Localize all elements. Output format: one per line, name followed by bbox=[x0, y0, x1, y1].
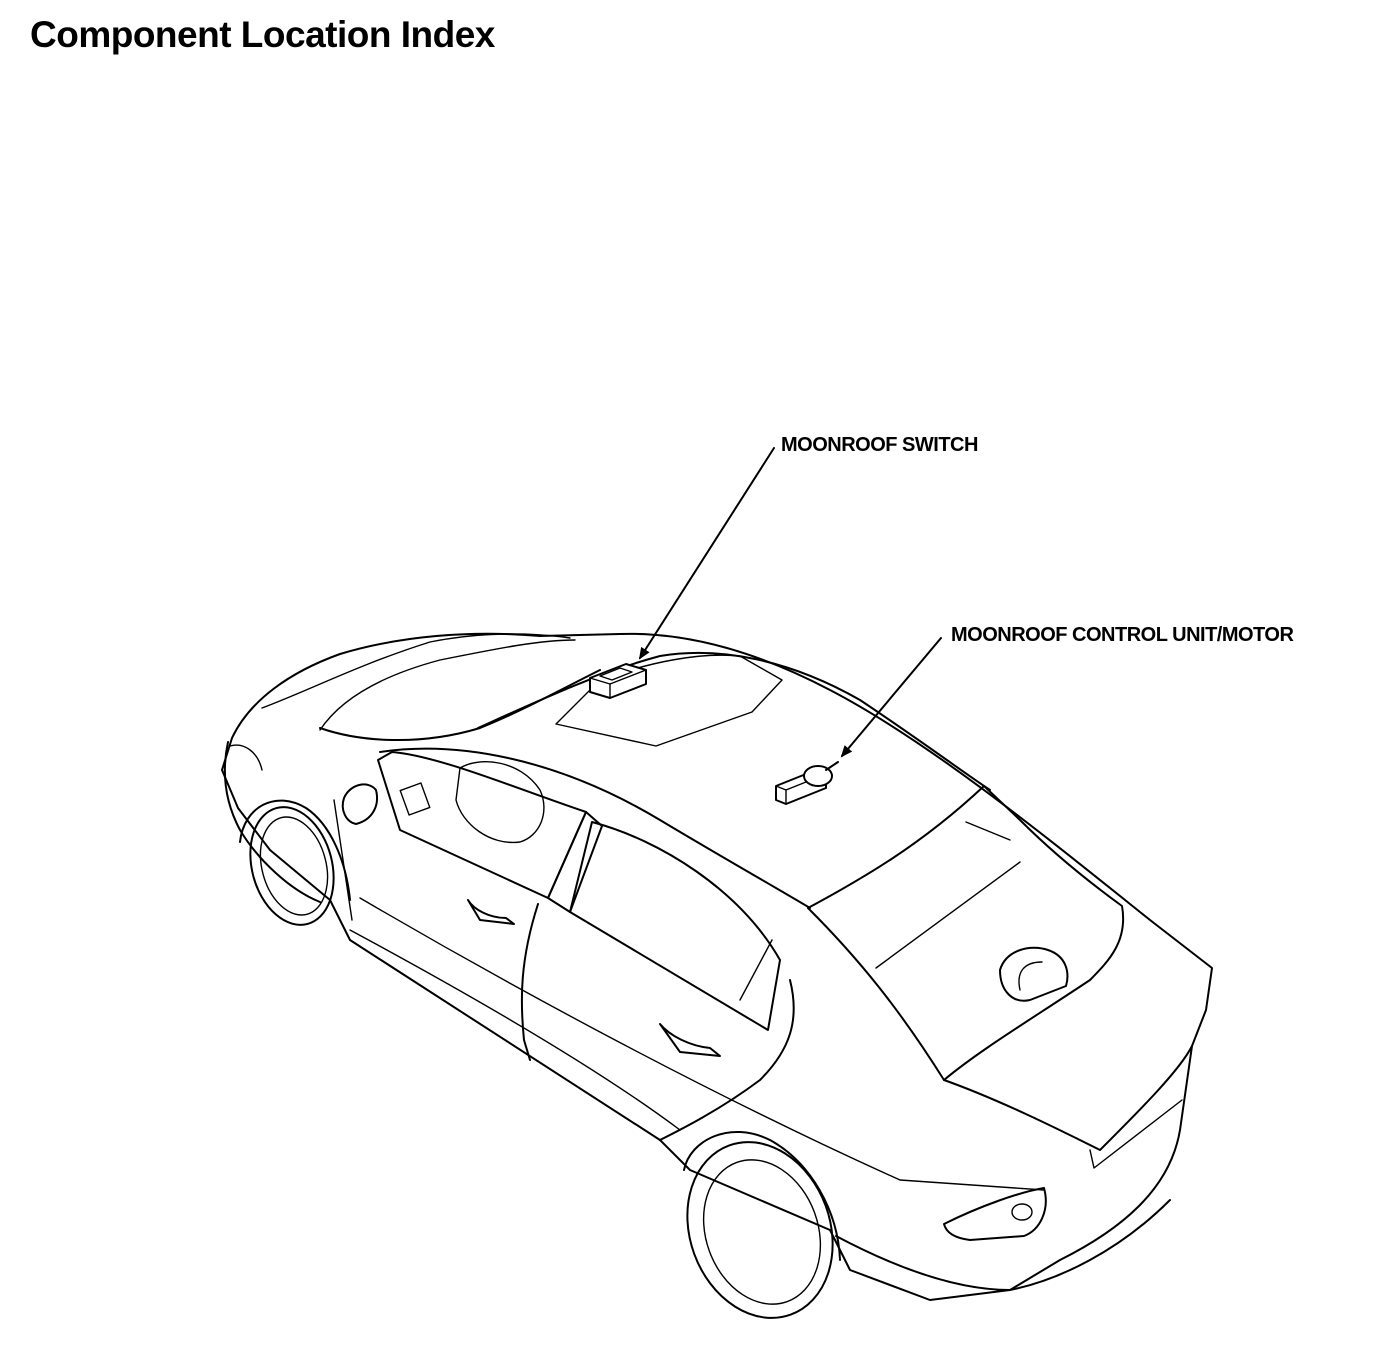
front-door-window bbox=[377, 751, 587, 899]
hood-inner-line bbox=[319, 639, 576, 731]
roof-outline bbox=[477, 651, 991, 791]
rear-wheel bbox=[686, 1141, 834, 1319]
side-mirror bbox=[341, 783, 378, 825]
rear-door-window bbox=[569, 821, 781, 1031]
cowl-line bbox=[319, 669, 601, 742]
moonroof-switch-top bbox=[589, 669, 647, 699]
moonroof-control-unit-label: MOONROOF CONTROL UNIT/MOTOR bbox=[951, 624, 1294, 646]
moonroof-switch-component bbox=[589, 663, 647, 699]
front-door-edge bbox=[333, 799, 353, 921]
quarter-window bbox=[739, 939, 773, 1001]
page-title: Component Location Index bbox=[30, 14, 495, 55]
moonroof-panel bbox=[555, 654, 783, 747]
rear-defrost-line bbox=[875, 861, 1021, 969]
front-wheel bbox=[249, 806, 335, 926]
vent-detail bbox=[399, 782, 431, 816]
b-pillar bbox=[547, 811, 603, 913]
rear-window bbox=[807, 785, 1125, 1081]
rear-door-edge bbox=[659, 979, 795, 1141]
trunk-lid bbox=[943, 1045, 1193, 1151]
moonroof-switch-leader bbox=[638, 447, 775, 660]
moonroof-switch-label: MOONROOF SWITCH bbox=[781, 434, 978, 456]
tail-light-lens bbox=[1011, 1203, 1033, 1221]
doors-and-windows bbox=[333, 751, 795, 1141]
steering-wheel bbox=[455, 761, 545, 844]
rear-spoiler-inner bbox=[1018, 961, 1043, 991]
rear-bumper bbox=[835, 1199, 1171, 1291]
car-body bbox=[221, 632, 1213, 1301]
front-wheel-arch bbox=[239, 799, 351, 901]
moonroof-control-unit-leader bbox=[840, 637, 942, 758]
trunk-edge bbox=[1089, 1099, 1183, 1169]
front-bumper bbox=[223, 741, 321, 903]
door-split-line bbox=[520, 903, 539, 1061]
rear-wheel-arch bbox=[683, 1130, 841, 1261]
front-door-handle bbox=[467, 899, 515, 925]
side-character-line bbox=[359, 897, 1045, 1191]
tail-light bbox=[943, 1187, 1047, 1241]
rear-spoiler-light bbox=[999, 946, 1069, 1002]
rear-window-inner bbox=[965, 821, 1011, 841]
sill-line bbox=[349, 929, 681, 1131]
body-outline bbox=[221, 632, 1213, 1301]
roof-side-line bbox=[379, 747, 811, 909]
hood-line bbox=[261, 633, 571, 709]
motor-gear-icon bbox=[803, 765, 833, 787]
rear-door-handle bbox=[659, 1023, 721, 1057]
motor-shaft bbox=[825, 761, 839, 771]
rear-wheel-rim bbox=[702, 1159, 822, 1305]
headlight bbox=[229, 744, 263, 771]
moonroof-control-unit-component bbox=[775, 761, 839, 805]
wheels bbox=[239, 799, 841, 1319]
front-wheel-rim bbox=[259, 816, 329, 916]
moonroof-switch-button bbox=[599, 667, 633, 681]
